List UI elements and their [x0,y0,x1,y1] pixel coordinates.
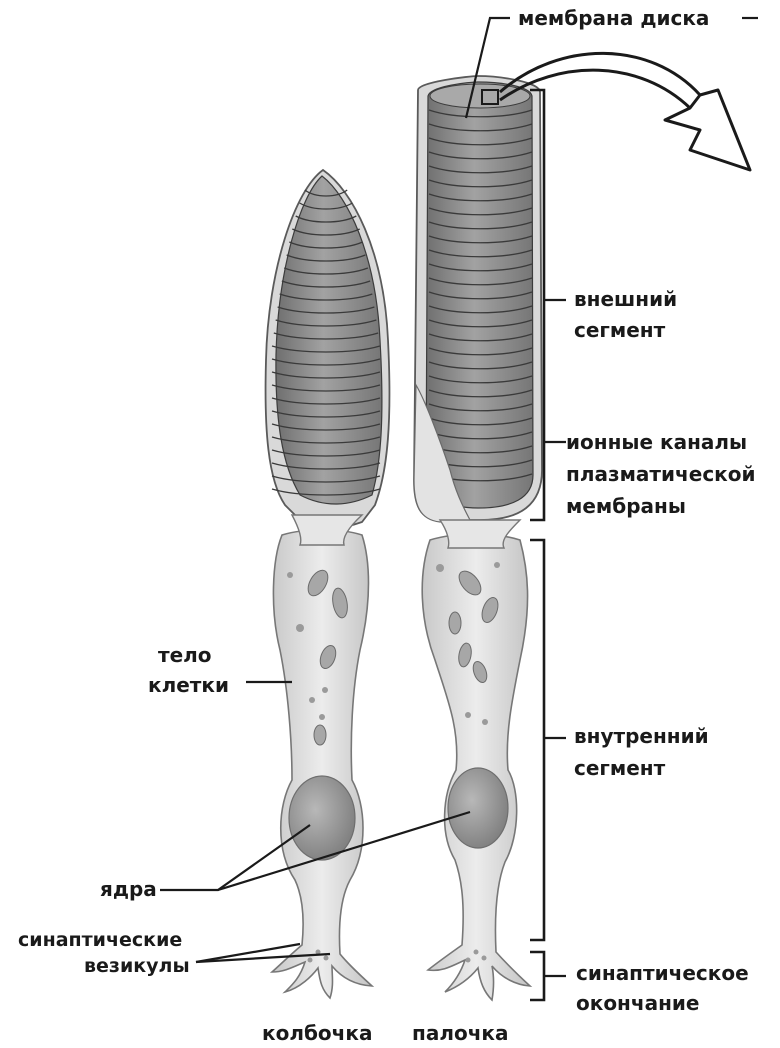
rod-inner-segment [422,534,530,1000]
label-disc-membrane: мембрана диска [518,6,709,30]
cone-inner-segment [272,530,372,998]
cone-mitochondrion [314,725,326,745]
label-inner-segment-2: сегмент [574,756,666,780]
label-synaptic-terminal-1: синаптическое [576,961,749,985]
label-ion-channels-1: ионные каналы [566,430,747,454]
cone-granule [309,697,315,703]
cone-granule [296,624,304,632]
rod-granule [465,712,471,718]
rod-synaptic-vesicle [466,958,471,963]
label-cell-body-1: тело [158,643,212,667]
rod-top-disc [430,84,530,108]
label-outer-segment-1: внешний [574,287,677,311]
label-inner-segment-1: внутренний [574,724,709,748]
rod-mitochondrion [449,612,461,634]
cone-granule [322,687,328,693]
label-synaptic-terminal-2: окончание [576,991,700,1015]
cone-cell [266,170,390,998]
inner-segment-bracket [530,540,544,940]
label-cone: колбочка [262,1021,372,1045]
rod-granule [482,719,488,725]
synaptic-terminal-bracket [530,952,544,1000]
label-nuclei: ядра [100,877,157,901]
label-synaptic-vesicles-2: везикулы [84,955,190,977]
rod-nucleus [448,768,508,848]
rod-granule [494,562,500,568]
cone-granule [287,572,293,578]
rod-cell [414,76,542,1000]
label-rod: палочка [412,1021,509,1045]
rod-granule [436,564,444,572]
label-outer-segment-2: сегмент [574,318,666,342]
rod-synaptic-vesicle [482,956,487,961]
rod-synaptic-vesicle [474,950,479,955]
label-ion-channels-2: плазматической [566,462,756,486]
cone-synaptic-vesicle [308,958,313,963]
label-cell-body-2: клетки [148,673,229,697]
label-ion-channels-3: мембраны [566,494,686,518]
cone-nucleus [289,776,355,860]
cone-synaptic-vesicle [324,956,329,961]
cone-granule [319,714,325,720]
label-synaptic-vesicles-1: синаптические [18,929,182,951]
